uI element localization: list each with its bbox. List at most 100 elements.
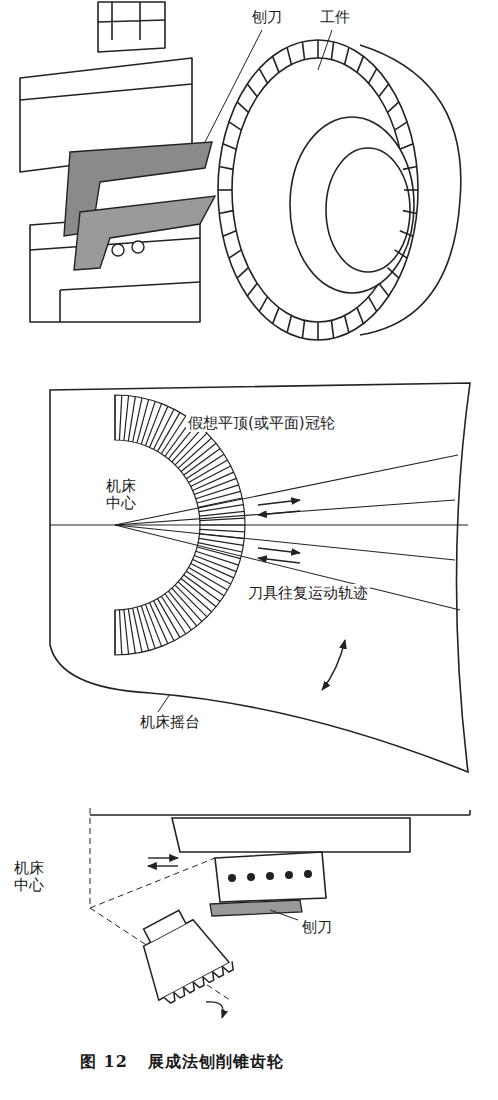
gear-tooth: [302, 320, 304, 338]
gear-cone: [144, 910, 186, 942]
gear-tooth: [379, 84, 389, 97]
gear-tooth: [369, 69, 377, 84]
gear-tooth: [369, 297, 377, 312]
side-tool: [210, 900, 302, 916]
gear-teeth: [164, 961, 236, 1004]
workpiece-gear: [218, 40, 461, 340]
crown-tooth: [119, 610, 121, 655]
crown-tooth: [172, 428, 202, 461]
part-label: 刨刀: [300, 918, 334, 936]
gear-tooth: [388, 102, 399, 113]
part-label: 工件: [318, 8, 352, 26]
rotation-arrow: [206, 1002, 223, 1018]
gear-tooth: [273, 56, 279, 72]
gear-tooth: [331, 42, 333, 60]
motion-arrow: [258, 500, 300, 505]
rotation-arrow: [322, 640, 345, 690]
tool-box: [215, 852, 326, 902]
gear-tooth: [219, 167, 233, 170]
part-label: 假想平顶(或平面)冠轮: [186, 414, 337, 432]
motion-arrow: [148, 865, 178, 866]
crown-tooth: [158, 412, 181, 451]
gear-teeth: [218, 40, 418, 340]
center-lines: [90, 808, 230, 1000]
gear-tooth: [357, 56, 363, 72]
gear-tooth: [222, 961, 235, 973]
gear-tooth: [259, 69, 267, 84]
part-label: 机床中心: [12, 860, 48, 895]
gear-tooth: [400, 231, 413, 237]
fan-line: [115, 525, 455, 560]
center-line: [90, 808, 91, 908]
gear-tooth: [395, 250, 407, 258]
crown-tooth: [184, 449, 220, 475]
crown-tooth: [199, 505, 243, 512]
planing-tools: [64, 142, 215, 270]
gear-tooth: [331, 320, 333, 338]
gear-tooth: [388, 268, 399, 279]
side-view: [90, 808, 470, 1018]
gear-tooth: [403, 211, 417, 214]
tool-dots: [228, 870, 312, 882]
crown-tooth: [141, 606, 155, 649]
part-label: 机床中心: [104, 478, 140, 513]
slide-base: [60, 282, 200, 322]
cradle: [50, 383, 470, 772]
tool-hole: [112, 244, 124, 256]
crown-tooth: [178, 582, 211, 612]
gear-face: [218, 40, 418, 340]
part-label: 刀具往复运动轨迹: [246, 584, 370, 602]
fan-line: [115, 500, 455, 525]
leader-line: [270, 910, 298, 920]
clapper-edge: [20, 84, 192, 100]
gear-tooth: [379, 283, 389, 296]
lower-tool: [74, 196, 215, 270]
gear-tooth: [273, 308, 279, 324]
gear-tooth: [237, 102, 248, 113]
bolt-block: [98, 2, 165, 52]
crown-tooth: [175, 433, 207, 465]
motion-arrow: [258, 558, 300, 563]
axis-line: [50, 524, 468, 525]
fan-line: [115, 525, 460, 610]
crown-tooth: [161, 416, 186, 454]
leader-line: [205, 30, 262, 142]
crown-tooth: [200, 529, 245, 531]
gear-tooth: [345, 316, 349, 333]
leader-line: [318, 30, 332, 70]
tool-dot: [228, 874, 236, 882]
center-line: [90, 858, 215, 908]
crown-tooth: [196, 485, 239, 499]
crown-tooth: [128, 609, 135, 653]
gear-tooth: [287, 316, 291, 333]
crown-tooth: [114, 610, 115, 655]
gear-tooth: [223, 231, 236, 237]
motion-arrow: [258, 548, 300, 553]
crown-tooth: [114, 395, 115, 440]
crown-tooth: [172, 588, 202, 621]
crown-tooth: [124, 610, 129, 655]
gear-tooth: [404, 189, 418, 191]
gear-bore: [326, 148, 410, 272]
crown-tooth: [184, 575, 220, 601]
crown-tooth: [137, 607, 149, 650]
crown-tooth: [200, 511, 245, 516]
crown-tooth: [161, 596, 186, 634]
gear-tooth: [259, 297, 267, 312]
gear-tooth: [395, 122, 407, 130]
gear-tooth: [247, 84, 257, 97]
gear-tooth: [218, 189, 232, 191]
figure-caption: 图 12 展成法刨削锥齿轮: [80, 1052, 284, 1073]
gear-tooth: [229, 122, 241, 130]
tool-dot: [266, 872, 274, 880]
tool-dot: [304, 870, 312, 878]
side-gear: [126, 899, 236, 1007]
crown-tooth: [186, 454, 224, 479]
crown-tooth: [189, 568, 228, 591]
motion-arrow: [148, 857, 178, 858]
gear-tooth: [302, 42, 304, 60]
crown-tooth: [119, 395, 121, 440]
gear-tooth: [223, 144, 236, 150]
